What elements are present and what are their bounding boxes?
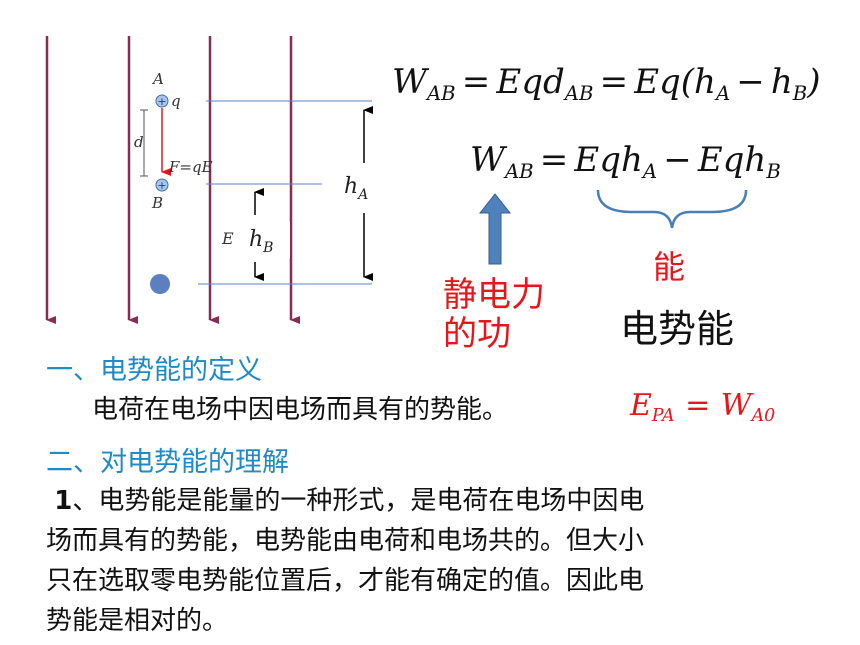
paragraph-line: 只在选取零电势能位置后，才能有确定的值。因此电	[46, 566, 645, 596]
section2-paragraph: 1、电势能是能量的一种形式，是电荷在电场中因电 场而具有的势能，电势能由电荷和电…	[46, 481, 644, 641]
paragraph-line: 势能是相对的。	[46, 606, 229, 636]
equation-work-difference: WAB=EqhA−EqhB	[470, 140, 781, 183]
label-e: E	[221, 229, 234, 248]
curly-brace	[596, 189, 748, 229]
label-q: q	[171, 92, 181, 110]
label-force: F=qE	[168, 158, 213, 176]
work-label-line2: 的功	[443, 314, 511, 354]
charge-a-icon	[155, 94, 169, 108]
charge-b-icon	[155, 178, 169, 192]
charge-b-plus: +	[157, 179, 166, 192]
work-label: 静电力 的功	[443, 276, 545, 354]
equation-work-ab: WAB=EqdAB=Eq(hA−hB)	[392, 62, 821, 105]
section1-formula: EPA=WA0	[630, 388, 776, 427]
section1-body: 电荷在电场中因电场而具有的势能。	[92, 395, 509, 425]
potential-energy-label: 电势能	[620, 307, 735, 351]
section1-heading: 一、电势能的定义	[46, 355, 262, 386]
energy-label-red: 能	[653, 248, 686, 286]
work-label-line1: 静电力	[443, 275, 545, 315]
electric-field-diagram: + + A q d F=qE B E hA hB	[45, 36, 374, 324]
charge-a-plus: +	[157, 95, 166, 108]
paragraph-number: 1	[54, 486, 73, 516]
section2-heading: 二、对电势能的理解	[46, 447, 289, 478]
paragraph-line: 1、电势能是能量的一种形式，是电荷在电场中因电	[54, 486, 645, 516]
up-arrow-icon	[478, 193, 512, 265]
label-hb: hB	[249, 227, 273, 256]
zero-point-charge	[150, 274, 170, 294]
label-ha: hA	[344, 174, 368, 203]
label-d: d	[134, 133, 144, 151]
label-b: B	[151, 194, 163, 212]
label-a: A	[151, 70, 164, 88]
paragraph-line: 场而具有的势能，电势能由电荷和电场共的。但大小	[46, 526, 645, 556]
